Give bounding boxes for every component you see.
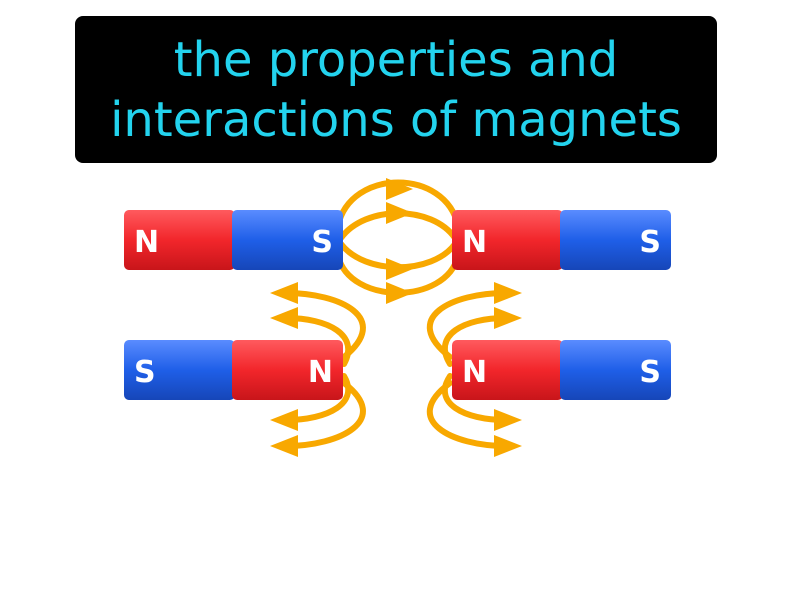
arrow-right-icon [494, 307, 522, 329]
magnet-right-label: N [308, 355, 333, 390]
arrow-heads-attraction [386, 178, 413, 304]
field-line [441, 315, 509, 367]
field-line [426, 290, 509, 360]
magnet-right-pole [560, 340, 671, 400]
magnet-left-pole [452, 340, 563, 400]
arrow-heads-repulsion [270, 282, 522, 457]
field-lines-repulsion [283, 290, 509, 449]
magnet-left-label: N [134, 225, 159, 260]
magnet-left-pole [124, 340, 235, 400]
arrow-left-icon [270, 282, 298, 304]
magnet-left-label: N [462, 225, 487, 260]
arrow-right-icon [386, 178, 413, 200]
magnet-right-pole [560, 210, 671, 270]
arrow-left-icon [270, 307, 298, 329]
magnet-right-pole [232, 340, 343, 400]
field-line [335, 179, 461, 229]
bar-magnet: N S [452, 210, 671, 270]
arrow-right-icon [494, 435, 522, 457]
arrow-left-icon [270, 409, 298, 431]
field-line [426, 380, 509, 449]
magnet-right-label: S [639, 355, 661, 390]
title-line-1: the properties and [173, 31, 619, 88]
arrow-right-icon [494, 409, 522, 431]
arrow-right-icon [386, 282, 413, 304]
magnet-right-label: S [639, 225, 661, 260]
bar-magnet: N S [124, 210, 343, 270]
arrow-left-icon [270, 435, 298, 457]
magnet-left-label: N [462, 355, 487, 390]
magnet-right-label: S [311, 225, 333, 260]
arrow-right-icon [494, 282, 522, 304]
bar-magnet: N S [452, 340, 671, 400]
magnet-left-pole [124, 210, 235, 270]
magnet-left-pole [452, 210, 563, 270]
arrow-right-icon [386, 258, 413, 280]
bar-magnet: S N [124, 340, 343, 400]
field-lines-attraction [335, 179, 461, 296]
field-line [283, 290, 366, 360]
title-banner: the properties and interactions of magne… [75, 16, 717, 163]
arrow-right-icon [386, 202, 413, 224]
field-line [283, 315, 352, 367]
magnet-right-pole [232, 210, 343, 270]
field-line [283, 380, 366, 449]
magnet-left-label: S [134, 355, 156, 390]
title-line-2: interactions of magnets [110, 91, 682, 148]
